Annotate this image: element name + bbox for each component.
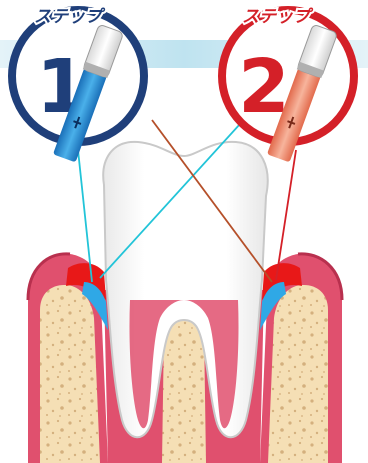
step-2-badge: ステップ 2	[222, 7, 354, 163]
step-2-title: ステップ	[242, 7, 314, 27]
step-1-title: ステップ	[34, 7, 106, 27]
step-1-badge: ステップ 1	[12, 7, 144, 163]
